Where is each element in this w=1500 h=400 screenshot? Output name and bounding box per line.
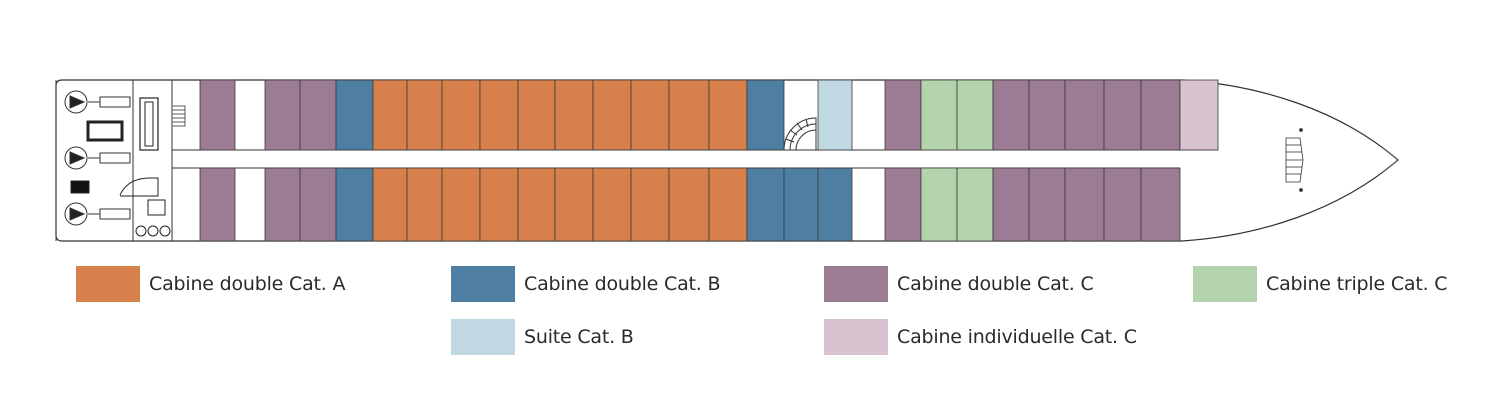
legend-swatch xyxy=(451,319,515,355)
cabin-double-a[interactable] xyxy=(441,167,481,242)
legend-swatch xyxy=(76,266,140,302)
bow-staircase-icon xyxy=(1285,128,1304,192)
cabin-double-a[interactable] xyxy=(668,79,710,151)
cabin-double-b[interactable] xyxy=(817,167,853,242)
propeller-icon xyxy=(64,146,131,170)
cabin-double-a[interactable] xyxy=(479,167,519,242)
legend-label: Cabine double Cat. B xyxy=(524,273,721,295)
cabin-double-a[interactable] xyxy=(441,79,481,151)
cabin-double-b[interactable] xyxy=(783,167,819,242)
cabin-double-b[interactable] xyxy=(335,79,374,151)
cabin-double-a[interactable] xyxy=(592,167,632,242)
legend-swatch xyxy=(451,266,515,302)
cabin-double-c[interactable] xyxy=(1103,79,1142,151)
cabin-single-c[interactable] xyxy=(1179,79,1219,151)
cabin-double-a[interactable] xyxy=(630,167,670,242)
legend-swatch xyxy=(824,319,888,355)
cabin-double-a[interactable] xyxy=(554,79,594,151)
legend-label: Suite Cat. B xyxy=(524,326,634,348)
cabin-double-c[interactable] xyxy=(1064,79,1105,151)
spiral-staircase-icon xyxy=(783,117,817,151)
propeller-icon xyxy=(64,90,131,114)
cabin-double-a[interactable] xyxy=(517,79,556,151)
cabin-double-c[interactable] xyxy=(884,79,922,151)
cabin-double-c[interactable] xyxy=(992,79,1030,151)
cabin-double-c[interactable] xyxy=(199,79,236,151)
cabin-double-a[interactable] xyxy=(630,79,670,151)
cabin-double-c[interactable] xyxy=(1064,167,1105,242)
stairs-icon xyxy=(171,105,186,127)
suite-b[interactable] xyxy=(817,79,853,151)
cabin-double-b[interactable] xyxy=(746,79,785,151)
cabin-double-a[interactable] xyxy=(372,167,408,242)
cabin-triple-c[interactable] xyxy=(920,167,958,242)
cabin-double-a[interactable] xyxy=(708,79,748,151)
cabin-double-a[interactable] xyxy=(406,79,443,151)
legend-label: Cabine double Cat. C xyxy=(897,273,1094,295)
cabin-double-c[interactable] xyxy=(1140,167,1181,242)
cabin-grid xyxy=(199,79,1219,242)
cabin-double-c[interactable] xyxy=(1028,79,1066,151)
cabin-double-c[interactable] xyxy=(1140,79,1181,151)
cabin-double-a[interactable] xyxy=(668,167,710,242)
cabin-double-c[interactable] xyxy=(299,167,337,242)
cabin-double-c[interactable] xyxy=(264,79,301,151)
machinery-blocks xyxy=(70,97,171,237)
cabin-double-a[interactable] xyxy=(372,79,408,151)
cabin-double-c[interactable] xyxy=(1028,167,1066,242)
legend-label: Cabine double Cat. A xyxy=(149,273,346,295)
cabin-double-c[interactable] xyxy=(299,79,337,151)
cabin-triple-c[interactable] xyxy=(956,167,994,242)
cabin-double-c[interactable] xyxy=(884,167,922,242)
cabin-double-b[interactable] xyxy=(335,167,374,242)
cabin-double-c[interactable] xyxy=(199,167,236,242)
cabin-triple-c[interactable] xyxy=(956,79,994,151)
cabin-double-b[interactable] xyxy=(746,167,785,242)
legend-label: Cabine individuelle Cat. C xyxy=(897,326,1137,348)
cabin-double-a[interactable] xyxy=(406,167,443,242)
bow-tip xyxy=(1382,147,1399,173)
cabin-double-a[interactable] xyxy=(708,167,748,242)
cabin-double-c[interactable] xyxy=(1103,167,1142,242)
cabin-triple-c[interactable] xyxy=(920,79,958,151)
cabin-double-a[interactable] xyxy=(592,79,632,151)
legend-swatch xyxy=(824,266,888,302)
cabin-double-a[interactable] xyxy=(554,167,594,242)
propeller-icon xyxy=(64,202,131,226)
cabin-double-c[interactable] xyxy=(264,167,301,242)
cabin-double-a[interactable] xyxy=(479,79,519,151)
cabin-double-a[interactable] xyxy=(517,167,556,242)
legend-swatch xyxy=(1193,266,1257,302)
legend-label: Cabine triple Cat. C xyxy=(1266,273,1448,295)
cabin-double-c[interactable] xyxy=(992,167,1030,242)
